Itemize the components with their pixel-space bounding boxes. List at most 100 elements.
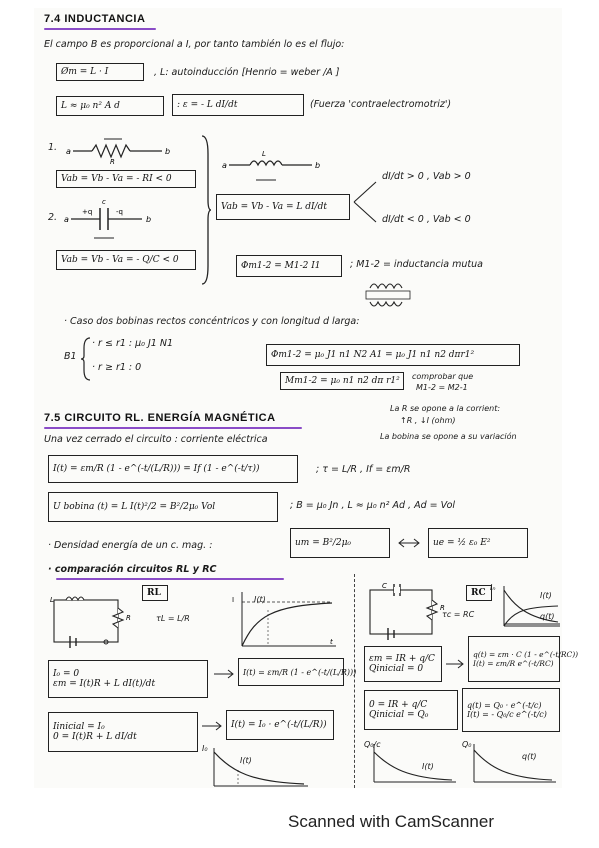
svg-text:b: b (315, 161, 320, 170)
svg-text:c: c (102, 198, 106, 206)
field-relations: ; B = μ₀ Jn , L ≈ μ₀ n² Ad , Ad = Vol (290, 500, 456, 511)
rl-time-constant: τL = L/R (156, 614, 190, 623)
ohm-note: ↑R , ↓I (ohm) (400, 416, 456, 425)
rc-discharge-charge-graph (473, 744, 556, 783)
autoinduction-text: , L: autoinducción [Henrio = weber /A ] (154, 67, 340, 78)
rl-label: RL (142, 585, 168, 601)
resistance-note: La R se opone a la corrient: (390, 404, 501, 413)
case2-label: 2. (48, 212, 58, 223)
flux-equation: Øm = L · I (56, 63, 144, 81)
rc-q-decay: q(t) = Q₀ · e^(-t/c) (467, 701, 542, 710)
svg-text:-q: -q (116, 208, 123, 216)
b1-inside: · r ≤ r1 : μ₀ J1 N1 (92, 338, 174, 349)
magnetic-energy-density: um = B²/2μ₀ (290, 528, 390, 558)
svg-text:t: t (330, 638, 333, 646)
rl-circuit-diagram: L R (50, 596, 131, 648)
rl-discharge-box: Iinicial = I₀ 0 = I(t)R + L dI/dt (48, 712, 198, 752)
energy-density-text: · Densidad energía de un c. mag. : (48, 540, 213, 551)
svg-text:I: I (232, 596, 234, 604)
condition-positive: dI/dt > 0 , Vab > 0 (382, 171, 471, 182)
rl-rc-divider (354, 574, 355, 788)
inductance-formula: L ≈ μ₀ n² A d (56, 96, 164, 116)
svg-text:+q: +q (82, 208, 92, 216)
rl-decay-i0: I₀ (202, 744, 208, 753)
svg-text:R: R (440, 604, 445, 612)
coil-energy-equation: U bobina (t) = L I(t)²/2 = B²/2μ₀ Vol (48, 492, 278, 522)
rc-fem-equation: εm = IR + q/C (369, 654, 435, 664)
section-title-inductancia: 7.4 INDUCTANCIA (44, 13, 146, 25)
coils-case-text: · Caso dos bobinas rectos concéntricos y… (64, 316, 360, 327)
b1-outside: · r ≥ r1 : 0 (92, 362, 142, 373)
rc-graph-2 (503, 604, 560, 627)
svg-text:a: a (222, 161, 227, 170)
svg-text:L: L (50, 596, 54, 604)
arrow-right-3 (446, 659, 464, 669)
camscanner-footer: Scanned with CamScanner (288, 812, 495, 831)
svg-text:L: L (262, 150, 266, 158)
brace-symbol (201, 135, 212, 285)
rc-graph3-b: q(t) (522, 752, 537, 761)
rl-growth-graph: I t (232, 592, 336, 647)
title-underline-2 (44, 427, 302, 429)
rl-decay-it: I(t) (240, 756, 252, 765)
rl-decay-graph (213, 748, 308, 787)
rc-zero-equation: 0 = IR + q/C (369, 700, 428, 710)
case2-equation: Vab = Vb - Va = - Q/C < 0 (56, 250, 196, 270)
rc-i-equation: I(t) = εm/R e^(-t/RC) (473, 659, 554, 668)
svg-text:R: R (110, 158, 115, 166)
tau-definition: ; τ = L/R , If = εm/R (316, 464, 411, 475)
comparison-heading: · comparación circuitos RL y RC (48, 564, 217, 575)
svg-text:C: C (382, 582, 387, 590)
rc-label: RC (466, 585, 492, 601)
arrow-right-1 (214, 669, 234, 679)
rc-discharge-box: 0 = IR + q/C Qinicial = Q₀ (364, 690, 458, 730)
rc-discharge-current-graph (373, 744, 456, 783)
rl-charging-box: I₀ = 0 εm = I(t)R + L dI(t)/dt (48, 660, 208, 698)
rl-current-solution: I(t) = εm/R (1 - e^(-t/(L/R))) (238, 658, 356, 686)
rl-i0: I₀ = 0 (53, 669, 80, 679)
resistor-diagram: a b R (66, 138, 170, 166)
comparison-underline (56, 578, 284, 580)
rl-graph-label: I(t) (254, 595, 266, 604)
mutual-flux-equation: Φm1-2 = M1-2 I1 (236, 255, 342, 277)
svg-text:b: b (146, 215, 151, 224)
svg-text:a: a (66, 147, 71, 156)
phi-mutual-equation: Φm1-2 = μ₀ J1 n1 N2 A1 = μ₀ J1 n1 n2 dπr… (266, 344, 520, 366)
rc-graph1-a: Iₙ (490, 583, 496, 592)
rc-circuit-diagram: C R (369, 582, 445, 640)
arrow-right-2 (202, 721, 222, 731)
inductor-diagram: a b L (222, 150, 320, 181)
condition-negative: dI/dt < 0 , Vab < 0 (382, 214, 471, 225)
m-check-note: comprobar que (412, 372, 474, 381)
rc-charging-box: εm = IR + q/C Qinicial = 0 (364, 646, 442, 682)
rc-graph1-c: q(t) (540, 612, 555, 621)
rl-fem-equation: εm = I(t)R + L dI(t)/dt (53, 679, 156, 689)
case1-label: 1. (48, 142, 58, 153)
branch-arrows (353, 181, 377, 223)
m-mutual-equation: Mm1-2 = μ₀ n1 n2 dπ r1² (280, 372, 404, 390)
section-title-circuito-rl: 7.5 CIRCUITO RL. ENERGÍA MAGNÉTICA (44, 412, 276, 424)
svg-text:a: a (64, 215, 69, 224)
svg-text:b: b (165, 147, 170, 156)
rc-qinit2: Qinicial = Q₀ (369, 710, 429, 720)
electric-energy-density: ue = ½ ε₀ E² (428, 528, 528, 558)
rc-i-decay: I(t) = - Q₀/c e^(-t/c) (467, 710, 547, 719)
svg-text:R: R (126, 614, 131, 622)
case1-equation: Vab = Vb - Va = - RI < 0 (56, 170, 196, 188)
closed-circuit-text: Una vez cerrado el circuito : corriente … (44, 434, 268, 445)
capacitor-diagram: a b +q -q c (64, 198, 151, 239)
m-symmetry-note: M1-2 = M2-1 (416, 383, 468, 392)
rl-initial: Iinicial = I₀ (53, 722, 105, 732)
rc-time-constant: τc = RC (442, 610, 475, 619)
equivalence-arrow (398, 538, 420, 548)
rc-graph1-b: I(t) (540, 591, 552, 600)
rc-graph2-b: I(t) (422, 762, 434, 771)
inductor-equation: Vab = Vb - Va = L dI/dt (216, 194, 350, 220)
title-underline (44, 28, 156, 30)
rl-decay-solution: I(t) = I₀ · e^(-t/(L/R)) (226, 710, 334, 740)
b1-label: B1 (64, 351, 77, 362)
rc-charging-solution: q(t) = εm · C (1 - e^(-t/RC)) I(t) = εm/… (468, 636, 578, 682)
scanned-page: 7.4 INDUCTANCIA El campo B es proporcion… (34, 8, 578, 788)
rc-qinit: Qinicial = 0 (369, 664, 424, 674)
rc-q-equation: q(t) = εm · C (1 - e^(-t/RC)) (473, 650, 579, 659)
